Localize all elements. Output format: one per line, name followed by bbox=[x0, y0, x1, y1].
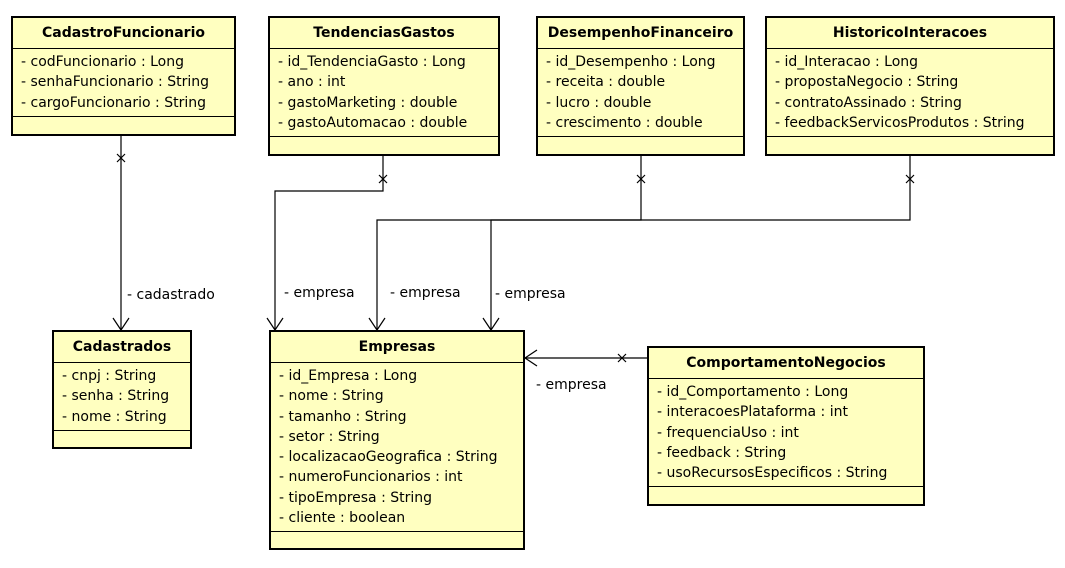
attribute: - id_TendenciaGasto : Long bbox=[278, 54, 466, 70]
attribute: - gastoMarketing : double bbox=[278, 94, 458, 111]
attribute: - interacoesPlataforma : int bbox=[657, 404, 848, 421]
attribute: - setor : String bbox=[279, 428, 380, 445]
attribute: - senha : String bbox=[62, 388, 170, 405]
operations-compartment bbox=[54, 431, 190, 443]
operations-compartment bbox=[13, 117, 234, 129]
attribute: - tamanho : String bbox=[279, 408, 407, 425]
operations-compartment bbox=[649, 487, 923, 499]
attribute: - localizacaoGeografica : String bbox=[279, 449, 498, 466]
class-empresas[interactable]: Empresas - id_Empresa : Long - nome : St… bbox=[269, 330, 525, 550]
label-empresa-desempenho: - empresa bbox=[390, 285, 461, 301]
class-name: CadastroFuncionario bbox=[13, 18, 234, 49]
edge-tendencias-empresas bbox=[274, 155, 384, 330]
class-tendencias-gastos[interactable]: TendenciasGastos - id_TendenciaGasto : L… bbox=[268, 16, 500, 156]
operations-compartment bbox=[270, 137, 498, 149]
attribute: - cliente : boolean bbox=[279, 510, 406, 527]
label-empresa-historico: - empresa bbox=[495, 286, 566, 302]
operations-compartment bbox=[767, 137, 1053, 149]
attribute: - propostaNegocio : String bbox=[775, 74, 959, 91]
attribute: - numeroFuncionarios : int bbox=[279, 469, 463, 486]
attribute: - frequenciaUso : int bbox=[657, 424, 799, 441]
class-cadastrados[interactable]: Cadastrados - cnpj : String - senha : St… bbox=[52, 330, 192, 449]
attribute-list: - id_Desempenho : Long - receita : doubl… bbox=[538, 49, 743, 138]
attribute: - nome : String bbox=[279, 388, 384, 405]
operations-compartment bbox=[271, 532, 523, 544]
label-empresa-comportamento: - empresa bbox=[536, 377, 607, 393]
class-name: DesempenhoFinanceiro bbox=[538, 18, 743, 49]
edge-desempenho-empresas bbox=[376, 155, 642, 330]
label-empresa-tendencias: - empresa bbox=[284, 285, 355, 301]
x-mark-desempenho bbox=[636, 174, 646, 184]
attribute: - gastoAutomacao : double bbox=[278, 114, 468, 131]
x-mark-comportamento bbox=[617, 353, 627, 363]
attribute: - codFuncionario : Long bbox=[21, 54, 184, 70]
attribute: - feedback : String bbox=[657, 444, 787, 461]
class-name: TendenciasGastos bbox=[270, 18, 498, 49]
x-mark-tendencias bbox=[378, 174, 388, 184]
attribute: - id_Comportamento : Long bbox=[657, 384, 849, 400]
attribute: - ano : int bbox=[278, 74, 346, 91]
attribute-list: - id_TendenciaGasto : Long - ano : int -… bbox=[270, 49, 498, 138]
attribute: - contratoAssinado : String bbox=[775, 94, 962, 111]
x-mark-cadastro bbox=[116, 153, 126, 163]
class-desempenho-financeiro[interactable]: DesempenhoFinanceiro - id_Desempenho : L… bbox=[536, 16, 745, 156]
operations-compartment bbox=[538, 137, 743, 149]
attribute: - cargoFuncionario : String bbox=[21, 94, 206, 111]
attribute: - id_Desempenho : Long bbox=[546, 54, 716, 70]
class-historico-interacoes[interactable]: HistoricoInteracoes - id_Interacao : Lon… bbox=[765, 16, 1055, 156]
label-cadastrado: - cadastrado bbox=[127, 287, 215, 303]
attribute: - cnpj : String bbox=[62, 368, 157, 384]
arrowhead-comportamento bbox=[523, 349, 538, 367]
attribute: - lucro : double bbox=[546, 94, 652, 111]
attribute-list: - codFuncionario : Long - senhaFuncionar… bbox=[13, 49, 234, 117]
class-name: HistoricoInteracoes bbox=[767, 18, 1053, 49]
attribute: - senhaFuncionario : String bbox=[21, 74, 209, 91]
attribute-list: - id_Empresa : Long - nome : String - ta… bbox=[271, 363, 523, 533]
attribute: - id_Interacao : Long bbox=[775, 54, 919, 70]
class-name: Cadastrados bbox=[54, 332, 190, 363]
attribute-list: - id_Interacao : Long - propostaNegocio … bbox=[767, 49, 1053, 138]
edge-historico-empresas bbox=[490, 155, 911, 330]
attribute: - feedbackServicosProdutos : String bbox=[775, 114, 1025, 131]
attribute: - usoRecursosEspecificos : String bbox=[657, 465, 888, 482]
class-name: ComportamentoNegocios bbox=[649, 348, 923, 379]
class-name: Empresas bbox=[271, 332, 523, 363]
attribute: - tipoEmpresa : String bbox=[279, 489, 433, 506]
x-mark-historico bbox=[905, 174, 915, 184]
attribute-list: - cnpj : String - senha : String - nome … bbox=[54, 363, 190, 431]
attribute-list: - id_Comportamento : Long - interacoesPl… bbox=[649, 379, 923, 488]
class-cadastro-funcionario[interactable]: CadastroFuncionario - codFuncionario : L… bbox=[11, 16, 236, 136]
attribute: - nome : String bbox=[62, 408, 167, 425]
attribute: - crescimento : double bbox=[546, 114, 703, 131]
attribute: - receita : double bbox=[546, 74, 666, 91]
class-comportamento-negocios[interactable]: ComportamentoNegocios - id_Comportamento… bbox=[647, 346, 925, 506]
attribute: - id_Empresa : Long bbox=[279, 368, 418, 384]
